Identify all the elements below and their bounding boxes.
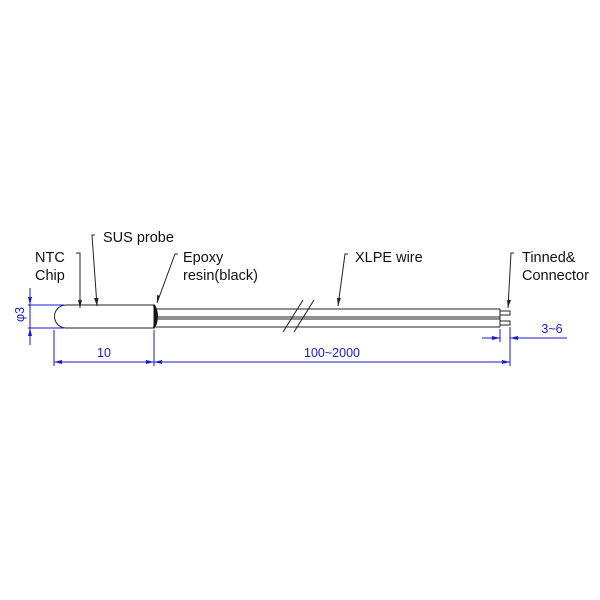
dimension-probe-length: 10: [53, 330, 155, 366]
xlpe-wire: [156, 308, 511, 328]
svg-text:φ3: φ3: [13, 307, 27, 322]
label-connector: Connector: [522, 268, 589, 284]
leader-lines: [76, 234, 514, 309]
svg-text:10: 10: [97, 346, 111, 360]
dimension-diameter: φ3: [13, 288, 64, 345]
break-symbol: [282, 299, 315, 333]
label-sus-probe: SUS probe: [103, 230, 174, 246]
label-tinned: Tinned&: [522, 250, 576, 266]
sus-probe-body: [54, 304, 155, 329]
label-ntc: NTC: [35, 250, 65, 266]
label-resin: resin(black): [183, 268, 258, 284]
dimension-strip-length: 3~6: [482, 322, 567, 342]
svg-text:100~2000: 100~2000: [304, 346, 360, 360]
label-chip: Chip: [35, 268, 65, 284]
label-epoxy: Epoxy: [183, 250, 224, 266]
svg-text:3~6: 3~6: [541, 322, 562, 336]
dimension-wire-length: 100~2000: [154, 327, 511, 366]
epoxy-resin: [153, 304, 158, 329]
label-xlpe-wire: XLPE wire: [355, 250, 423, 266]
